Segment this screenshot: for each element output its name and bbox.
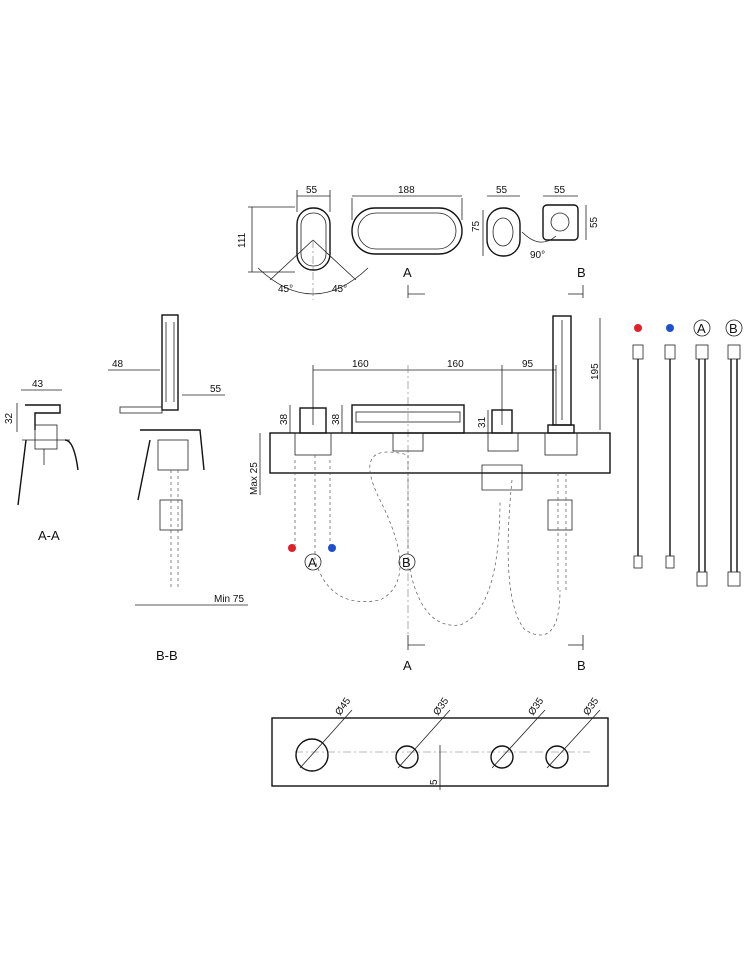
cold-marker-front — [328, 544, 336, 552]
dim-diverter-width: 55 — [496, 185, 508, 196]
angle-right: 45° — [332, 284, 347, 295]
marker-a-bottom: A — [403, 658, 412, 673]
dim-spacing-3: 95 — [522, 359, 534, 370]
dim-handle-height: 38 — [279, 413, 290, 425]
dim-spacing-1: 160 — [352, 359, 369, 370]
hole-35-b — [490, 745, 514, 769]
hose-b-circle — [398, 553, 416, 571]
angle-holder: 90° — [530, 250, 545, 261]
dim-diverter-height: 31 — [477, 416, 488, 428]
front-view: 160 160 95 195 38 38 31 Max 25 — [249, 315, 611, 673]
section-b-b: 48 55 Min 75 B-B — [108, 314, 248, 663]
hose-a-legend-circle — [693, 319, 711, 337]
top-view: 55 111 45° 45° 188 A — [237, 185, 600, 300]
dim-holder-height: 55 — [589, 216, 600, 228]
dim-bb-left: 48 — [112, 359, 124, 370]
hose-a-circle — [304, 553, 322, 571]
dim-diverter-height: 75 — [471, 220, 482, 232]
dim-spacing-2: 160 — [447, 359, 464, 370]
hose-b-legend-label: B — [729, 321, 738, 336]
hot-marker-hoses — [634, 324, 642, 332]
hose-b-legend-circle — [725, 319, 743, 337]
dim-hole-45: Ø45 — [333, 696, 353, 718]
dim-hole-35-b: Ø35 — [526, 696, 546, 718]
marker-a-top-view: A — [403, 265, 412, 280]
hoses: A B — [632, 319, 743, 587]
dim-aa-height: 32 — [4, 412, 15, 424]
marker-b-bottom: B — [577, 658, 586, 673]
hot-marker-front — [288, 544, 296, 552]
hole-45 — [295, 738, 329, 772]
dim-holder-width: 55 — [554, 185, 566, 196]
dim-spout-height: 38 — [331, 413, 342, 425]
hose-a-legend-label: A — [697, 321, 706, 336]
dim-shower-height: 195 — [590, 363, 601, 380]
dim-hole-35-c: Ø35 — [581, 696, 601, 718]
section-a-a: 43 32 A-A — [4, 379, 79, 543]
section-aa-title: A-A — [38, 528, 60, 543]
mounting-plate: Ø45 Ø35 Ø35 Ø35 5 — [271, 696, 609, 790]
hose-a-label: A — [308, 555, 317, 570]
dim-max-deck: Max 25 — [249, 462, 260, 495]
angle-left: 45° — [278, 284, 293, 295]
dim-handle-width: 55 — [306, 185, 318, 196]
dim-aa-width: 43 — [32, 379, 44, 390]
dim-spout-width: 188 — [398, 185, 415, 196]
hole-35-a — [395, 745, 419, 769]
hole-35-c — [545, 745, 569, 769]
dim-bb-right: 55 — [210, 384, 222, 395]
hose-b-label: B — [402, 555, 411, 570]
dim-hole-35-a: Ø35 — [431, 696, 451, 718]
dim-bb-min: Min 75 — [214, 594, 244, 605]
dim-handle-height: 111 — [237, 232, 248, 248]
marker-b-top-view: B — [577, 265, 586, 280]
shower-holder-plan: 55 55 90° B — [521, 185, 600, 298]
section-bb-title: B-B — [156, 648, 178, 663]
spout-plan: 188 A — [351, 185, 463, 298]
handle-plan: 55 111 45° 45° — [237, 185, 369, 300]
cold-marker-hoses — [666, 324, 674, 332]
diverter-plan: 55 75 — [471, 185, 521, 257]
dim-plate-offset: 5 — [429, 779, 440, 785]
